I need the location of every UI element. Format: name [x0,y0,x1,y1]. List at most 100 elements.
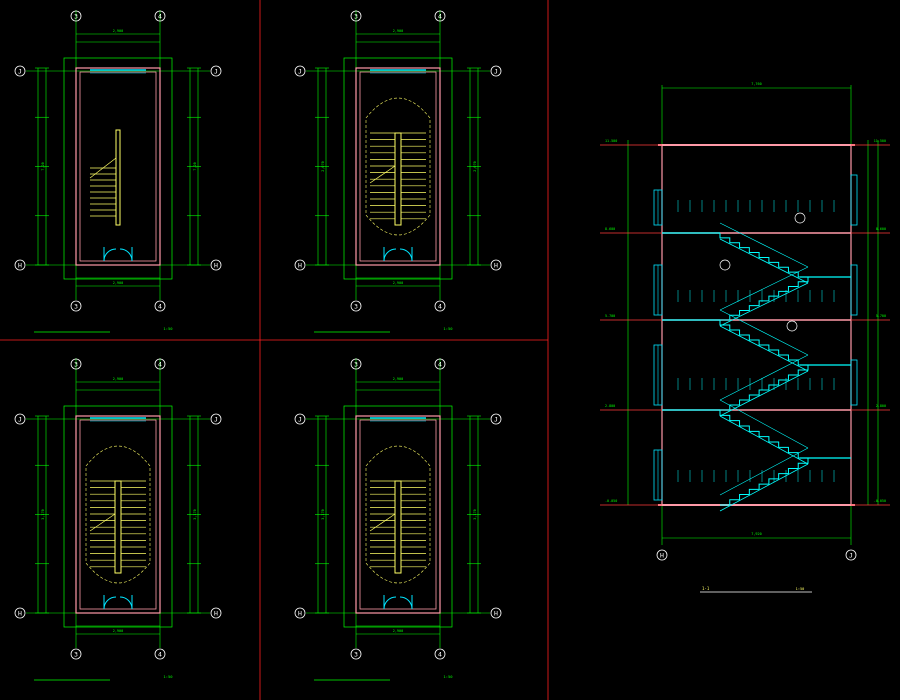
stair-flight-steps [720,458,809,506]
dimension-text-bottom: 2,900 [113,281,124,285]
axis-bubble-bottom: 3 [350,300,362,312]
axis-bubble-right: H [210,607,222,619]
dimension-text-left: 3,170 [41,509,45,520]
level-label-right: 2.800 [876,404,886,408]
stair-flight-steps [720,277,809,321]
grid-bubble-circle [490,65,502,77]
grid-bubble-circle [434,648,446,660]
grid-bubble-circle [490,259,502,271]
axis-bubble-right: J [210,413,222,425]
section-axis-bubble: J [845,549,857,561]
stair-flight-soffit [719,238,809,284]
grid-bubble-label: 4 [158,360,162,368]
axis-bubble-top: 3 [70,358,82,370]
grid-bubble-label: 4 [438,302,442,310]
door-swing-right [399,596,413,610]
dimension-frame [63,57,173,280]
door-swing-right [119,248,133,262]
dimension-text-top: 2,900 [113,377,124,381]
grid-bubble-label: 4 [158,302,162,310]
grid-bubble-label: 3 [74,302,78,310]
grid-bubble-circle [350,358,362,370]
grid-bubble-label: J [298,67,302,75]
axis-bubble-left: J [14,413,26,425]
plan-scale: 1:50 [443,674,453,679]
stair-flight-handrail [719,447,809,496]
axis-bubble-top: 3 [70,10,82,22]
grid-bubble-label: H [18,609,22,617]
dimension-text-top: 2,900 [393,29,404,33]
level-label-right: 5.700 [876,314,886,318]
grid-bubble-label: 3 [74,12,78,20]
grid-bubble-label: 3 [74,360,78,368]
axis-bubble-left: H [294,607,306,619]
grid-bubble-circle [154,358,166,370]
axis-bubble-right: J [490,65,502,77]
grid-bubble-circle [210,259,222,271]
landing-arc [365,97,431,236]
stair-break-line [369,513,396,532]
grid-bubble-circle [350,10,362,22]
grid-bubble-label: J [494,67,498,75]
grid-bubble-label: J [18,415,22,423]
axis-bubble-top: 4 [154,358,166,370]
grid-bubble-label: H [494,609,498,617]
dimension-text-right: 3,170 [473,509,477,520]
plan-scale: 1:50 [163,674,173,679]
stair-wall-outer [75,67,161,266]
grid-bubble-circle [490,413,502,425]
section-dim-bottom-text: 7,920 [751,532,762,536]
axis-bubble-bottom: 3 [350,648,362,660]
grid-bubble-label: 3 [354,360,358,368]
grid-bubble-circle [70,10,82,22]
grid-bubble-circle [350,648,362,660]
dimension-text-right: 2,070 [473,161,477,172]
stair-handrail [115,129,121,226]
grid-bubble-circle [14,607,26,619]
stair-wall-inner [79,419,157,610]
grid-bubble-circle [70,300,82,312]
grid-bubble-label: H [494,261,498,269]
stair-flight-soffit [719,415,809,465]
grid-bubble-circle [294,413,306,425]
level-label-left: 8.600 [605,227,615,231]
dimension-text-top: 2,900 [113,29,124,33]
grid-bubble-circle [434,10,446,22]
axis-bubble-bottom: 4 [434,648,446,660]
detail-mark-circle [786,320,798,332]
dimension-frame [343,405,453,628]
dimension-frame [63,405,173,628]
stair-flight-steps [719,320,808,366]
stair-handrail [114,480,122,574]
level-label-right: 8.600 [876,227,886,231]
grid-bubble-label: J [18,67,22,75]
grid-bubble-label: H [660,551,664,559]
dimension-text-top: 2,900 [393,377,404,381]
detail-mark-circle [794,212,806,224]
door-swing-right [119,596,133,610]
stair-flight-soffit [719,325,809,372]
grid-bubble-circle [210,65,222,77]
grid-bubble-circle [294,607,306,619]
grid-bubble-circle [70,648,82,660]
dimension-text-left: 7,20 [41,162,45,170]
dimension-text-right: 7,20 [193,162,197,170]
stair-handrail [394,480,402,574]
axis-bubble-top: 4 [154,10,166,22]
door-swing-right [399,248,413,262]
axis-bubble-bottom: 4 [154,300,166,312]
axis-bubble-left: J [14,65,26,77]
axis-bubble-right: H [490,607,502,619]
stair-wall-outer [355,67,441,266]
grid-bubble-label: 4 [438,12,442,20]
axis-bubble-bottom: 4 [154,648,166,660]
grid-bubble-circle [350,300,362,312]
stair-flight-soffit [719,370,809,417]
section-window-right [850,264,858,316]
